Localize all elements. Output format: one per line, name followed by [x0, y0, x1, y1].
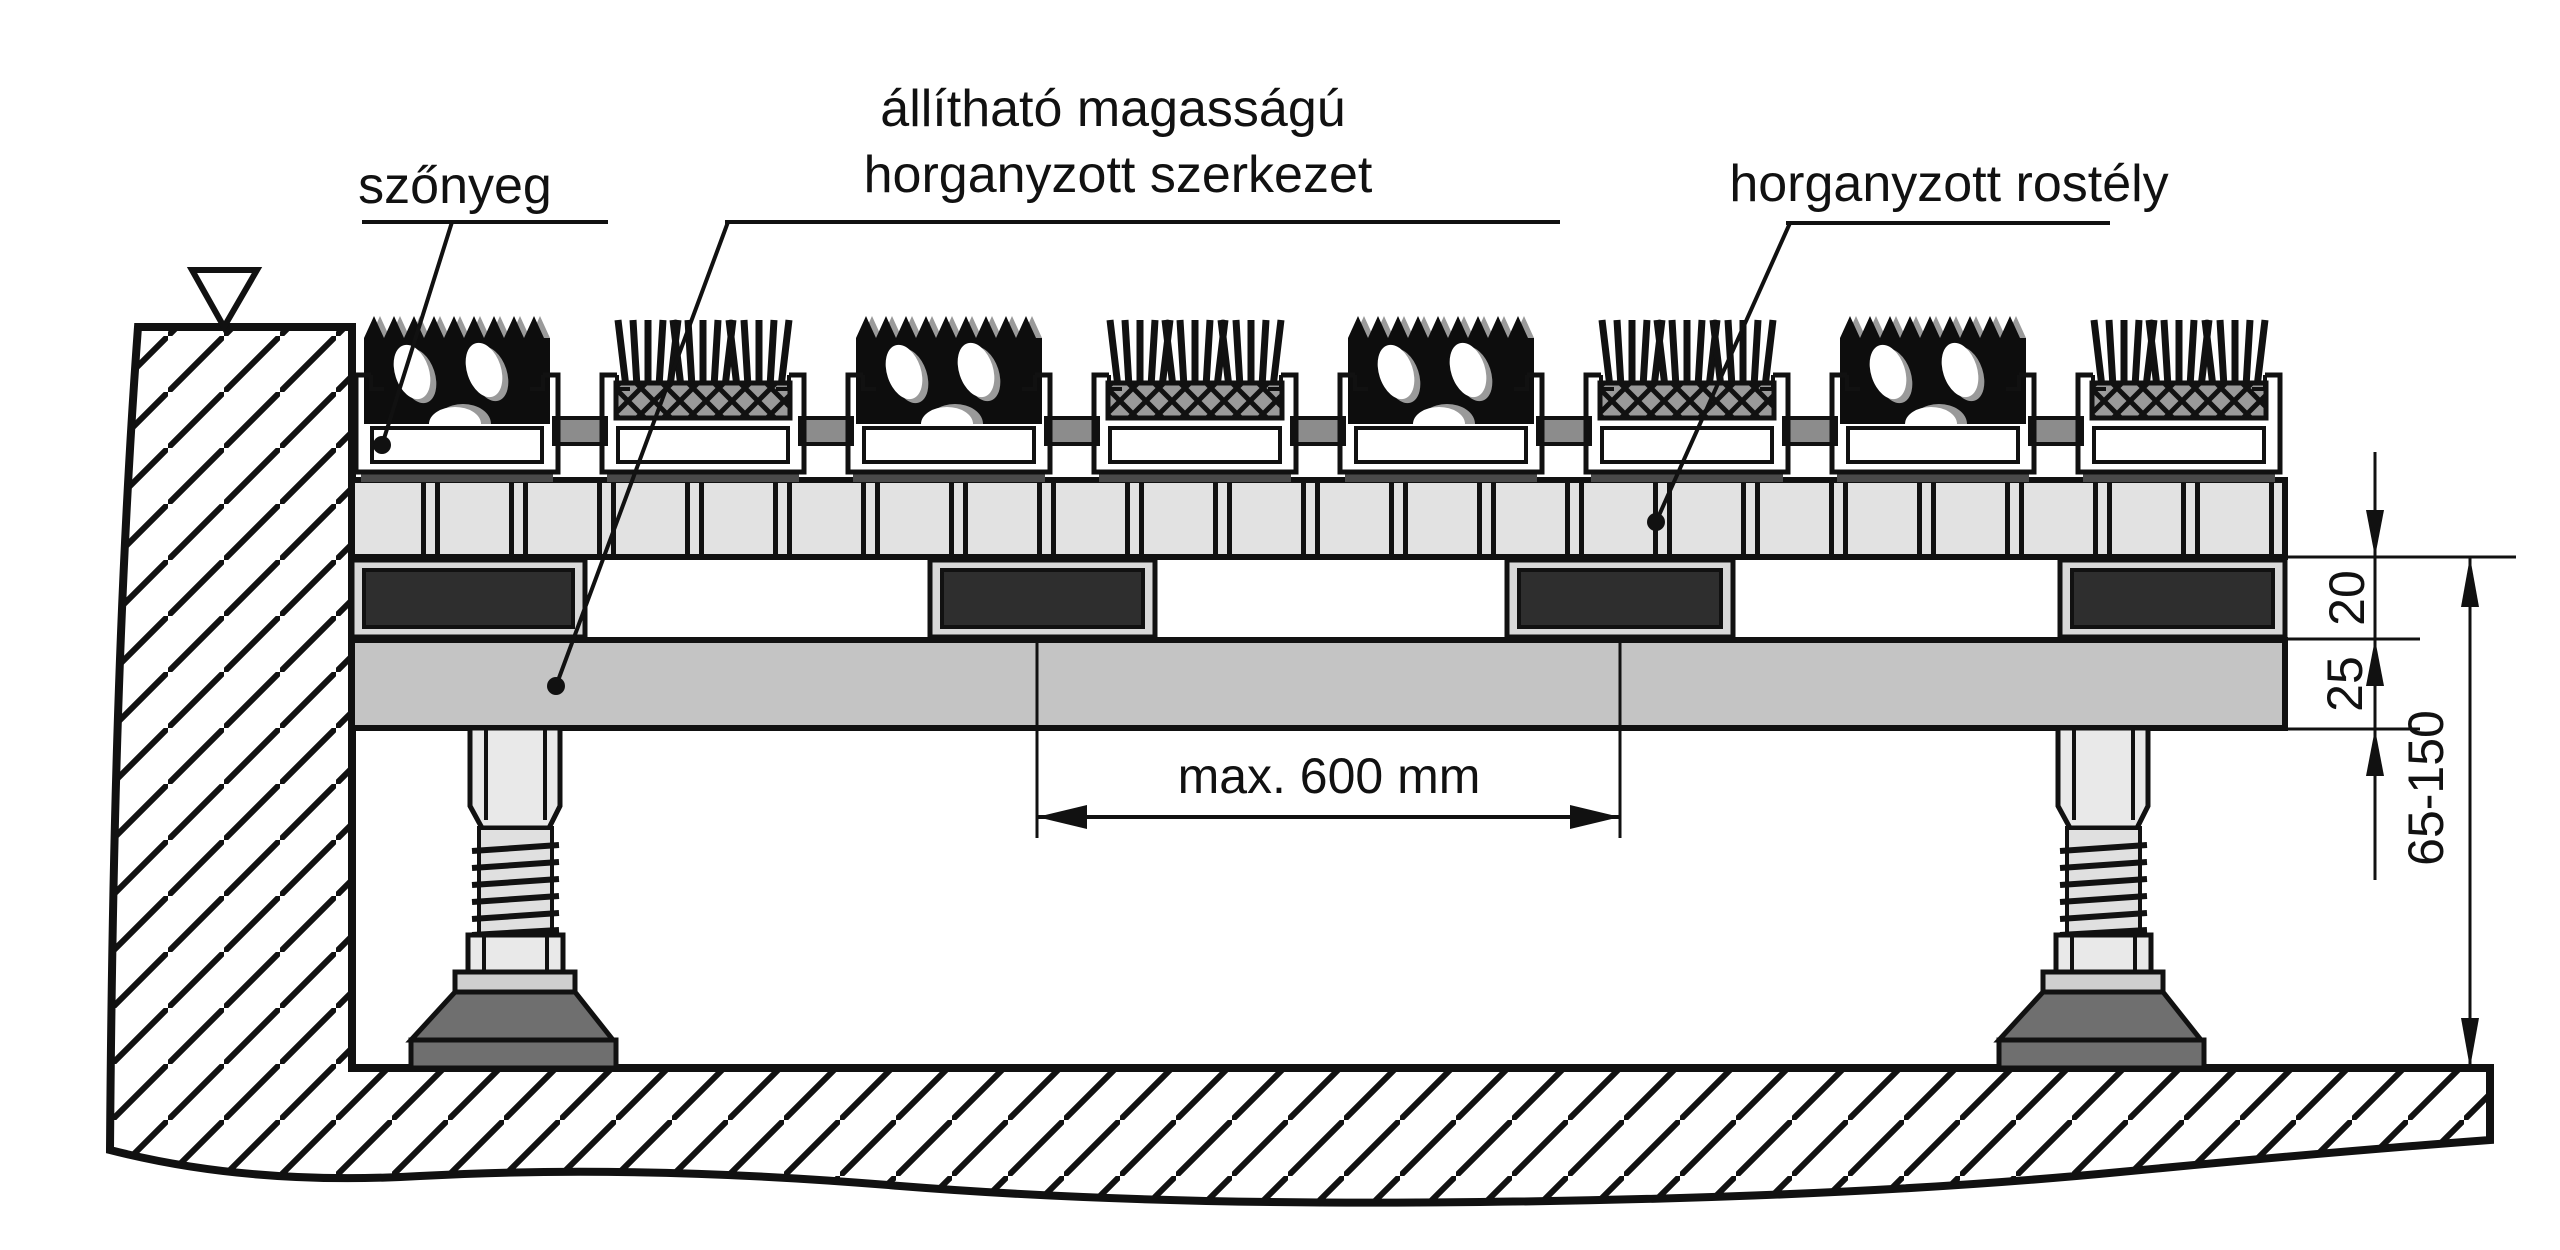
dimension-max-spacing-label: max. 600 mm: [1178, 748, 1481, 804]
carpet-module: [848, 316, 1050, 472]
support-pad-layer: [349, 557, 2288, 640]
leader-dot: [1647, 513, 1665, 531]
arrow-down-icon: [2461, 1018, 2479, 1068]
support-pad: [349, 557, 588, 640]
wall-and-floor-section: [105, 323, 2494, 1207]
dimension-grating-height-label: 20: [2319, 570, 2375, 626]
dimension-max-spacing: max. 600 mm: [1035, 640, 1622, 838]
structure-label-line1: állítható magasságú: [880, 80, 1345, 138]
dimension-total-height-label: 65-150: [2398, 710, 2454, 866]
arrow-down-icon: [2366, 510, 2384, 557]
dimension-layer-heights: 20 25: [2288, 452, 2516, 880]
pedestal-right: [1999, 728, 2204, 1068]
mat-connector-bars: [552, 416, 2084, 446]
support-pad: [1504, 557, 1736, 640]
leader-dot: [547, 677, 565, 695]
arrow-up-icon: [2366, 639, 2384, 686]
callout-grating: horganyzott rostély: [1647, 155, 2169, 531]
carpet-label: szőnyeg: [358, 157, 552, 215]
level-marker-icon: [186, 267, 263, 334]
arrow-left-icon: [1037, 805, 1087, 829]
callout-carpet: szőnyeg: [358, 157, 608, 454]
dimension-total-height: 65-150: [2398, 557, 2479, 1068]
carpet-module: [1832, 316, 2034, 472]
adjustable-structure-beam: [349, 637, 2288, 731]
brush-module: [2078, 320, 2280, 472]
brush-module: [1094, 320, 1296, 472]
galvanized-grating: [349, 477, 2288, 560]
brush-module: [602, 320, 804, 472]
carpet-module: [1340, 316, 1542, 472]
arrow-up-icon: [2366, 729, 2384, 776]
callout-structure: állítható magasságú horganyzott szerkeze…: [547, 80, 1560, 695]
dimension-beam-height-label: 25: [2317, 656, 2373, 712]
arrow-right-icon: [1570, 805, 1620, 829]
support-pad: [927, 557, 1158, 640]
leader-dot: [373, 436, 391, 454]
grating-label: horganyzott rostély: [1729, 155, 2168, 213]
arrow-up-icon: [2461, 557, 2479, 607]
tray-seat-strips: [361, 471, 2275, 482]
pedestal-left: [411, 728, 616, 1068]
support-pad: [2057, 557, 2288, 640]
structure-label-line2: horganyzott szerkezet: [864, 146, 1373, 204]
